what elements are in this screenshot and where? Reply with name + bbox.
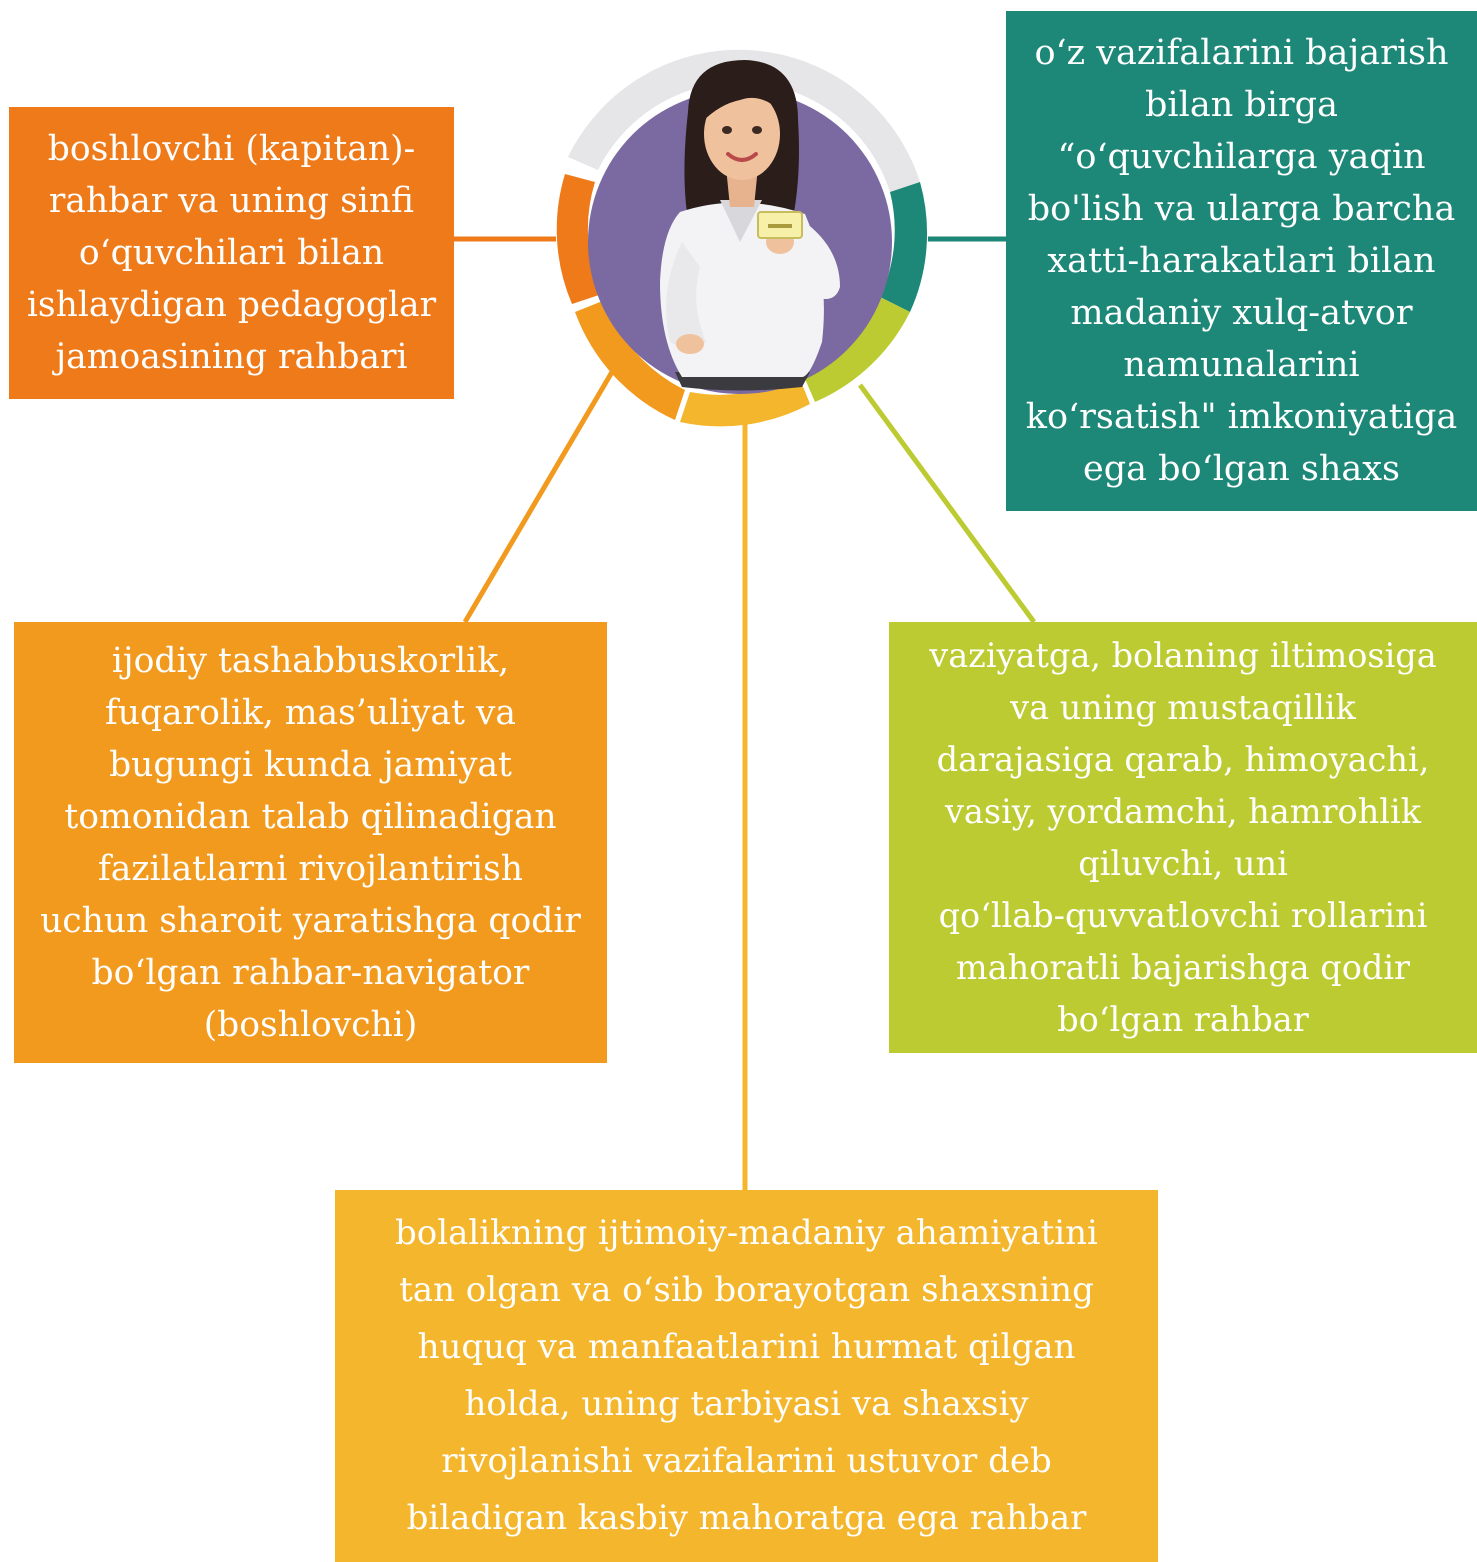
box-top-right-text: o‘z vazifalarini bajarish bilan birga “o… <box>1025 33 1458 489</box>
ring-segment-gray <box>568 49 920 193</box>
ring-segment-orange <box>575 300 685 420</box>
box-middle-left: ijodiy tashabbuskorlik, fuqarolik, mas’u… <box>14 622 607 1063</box>
box-bottom-text: bolalikning ijtimoiy-madaniy ahamiyatini… <box>395 1213 1098 1538</box>
box-top-left: boshlovchi (kapitan)- rahbar va uning si… <box>9 107 454 399</box>
box-top-left-text: boshlovchi (kapitan)- rahbar va uning si… <box>26 129 437 377</box>
central-emblem <box>556 49 928 427</box>
box-middle-right-text: vaziyatga, bolaning iltimosiga va uning … <box>929 635 1437 1039</box>
connector-middle-right <box>857 383 1037 624</box>
ring-segment-orange-dark <box>556 174 602 304</box>
connector-middle-left <box>462 370 615 624</box>
box-top-right: o‘z vazifalarini bajarish bilan birga “o… <box>1006 11 1477 511</box>
businesswoman-avatar-icon <box>660 60 840 391</box>
ring-segment-lime <box>802 297 910 402</box>
box-middle-left-text: ijodiy tashabbuskorlik, fuqarolik, mas’u… <box>40 640 581 1045</box>
box-middle-right: vaziyatga, bolaning iltimosiga va uning … <box>889 622 1477 1053</box>
box-bottom: bolalikning ijtimoiy-madaniy ahamiyatini… <box>335 1190 1158 1562</box>
ring-segment-teal <box>880 182 928 312</box>
